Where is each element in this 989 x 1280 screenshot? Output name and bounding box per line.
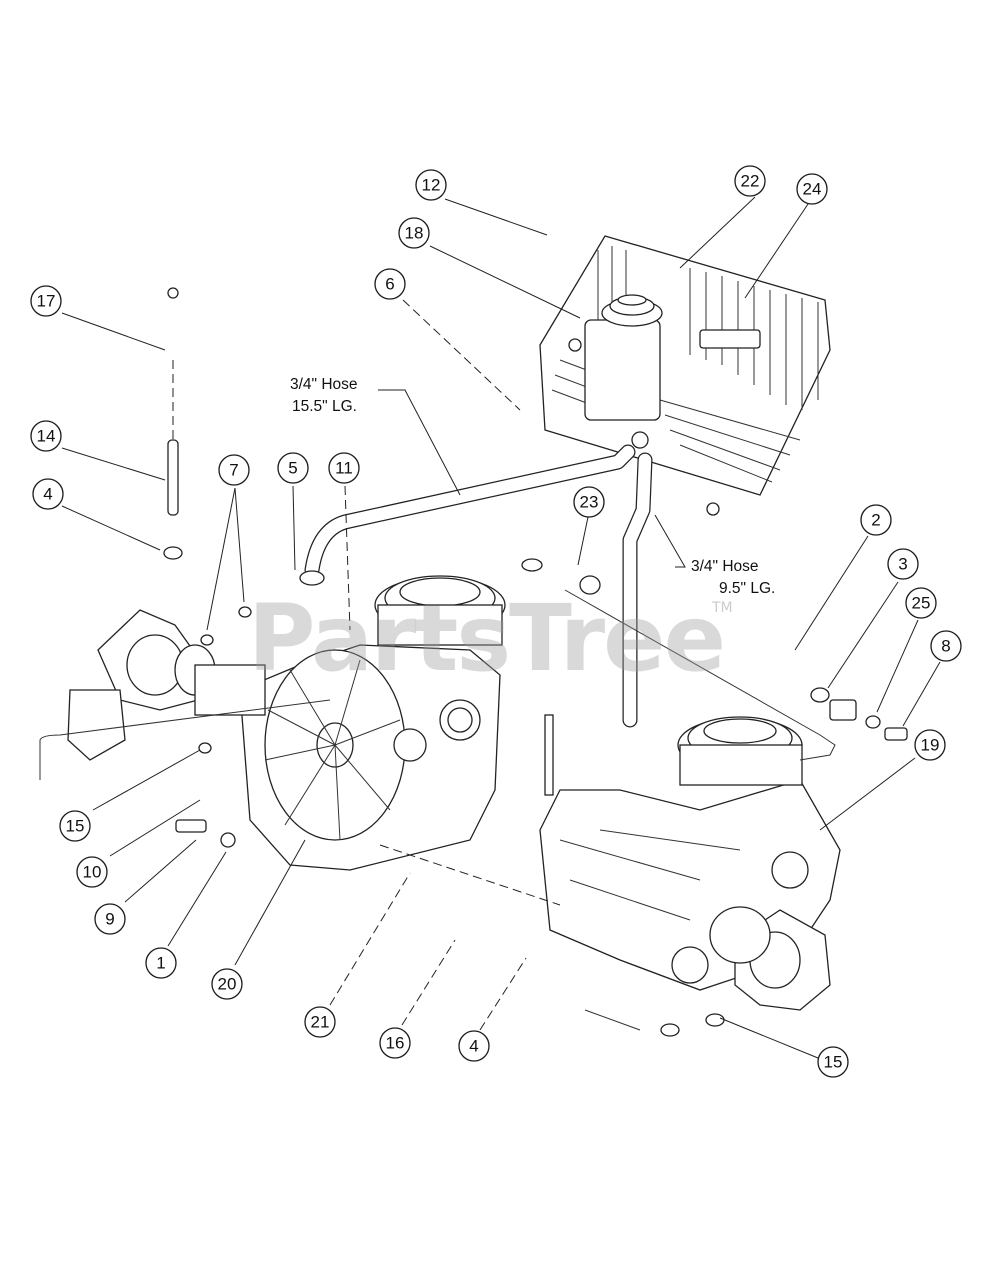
watermark-text: PartsTree (248, 585, 724, 692)
svg-text:23: 23 (580, 493, 599, 512)
svg-text:11: 11 (335, 459, 353, 478)
callout-11[interactable]: 11 (328, 452, 360, 484)
svg-text:5: 5 (288, 459, 297, 478)
watermark-trademark: TM (711, 600, 733, 616)
svg-text:15: 15 (824, 1053, 843, 1072)
callout-17[interactable]: 17 (30, 285, 62, 317)
callout-10[interactable]: 10 (76, 856, 108, 888)
svg-text:20: 20 (218, 975, 237, 994)
callout-7[interactable]: 7 (218, 454, 250, 486)
callout-18[interactable]: 18 (398, 217, 430, 249)
reservoir-tank-assembly (539, 235, 831, 516)
svg-text:18: 18 (405, 224, 424, 243)
right-transmission (539, 589, 857, 1011)
callout-6[interactable]: 6 (374, 268, 406, 300)
svg-text:25: 25 (912, 594, 931, 613)
svg-text:9: 9 (105, 910, 114, 929)
callout-2[interactable]: 2 (860, 504, 892, 536)
callout-4-lower[interactable]: 4 (458, 1030, 490, 1062)
svg-text:16: 16 (386, 1034, 405, 1053)
upper-hose-label-line1: 3/4" Hose (290, 376, 358, 393)
svg-text:19: 19 (921, 736, 940, 755)
svg-text:2: 2 (871, 511, 880, 530)
lower-hose-label-line1: 3/4" Hose (691, 558, 759, 575)
svg-text:24: 24 (803, 180, 822, 199)
callout-14[interactable]: 14 (30, 420, 62, 452)
callout-21[interactable]: 21 (304, 1006, 336, 1038)
callout-16[interactable]: 16 (379, 1027, 411, 1059)
callout-15-left[interactable]: 15 (59, 810, 91, 842)
lower-hose-label-line2: 9.5" LG. (719, 580, 775, 597)
callout-8[interactable]: 8 (930, 630, 962, 662)
left-transmission (39, 575, 506, 871)
svg-text:15: 15 (66, 817, 85, 836)
callout-4[interactable]: 4 (32, 478, 64, 510)
svg-text:21: 21 (311, 1013, 330, 1032)
callout-12[interactable]: 12 (415, 169, 447, 201)
lower-hose (622, 452, 653, 728)
hardware (163, 287, 908, 1037)
svg-text:7: 7 (229, 461, 238, 480)
upper-hose-label-line2: 15.5" LG. (292, 398, 357, 415)
svg-text:3: 3 (898, 555, 907, 574)
svg-text:17: 17 (37, 292, 56, 311)
upper-hose (304, 444, 636, 578)
callout-5[interactable]: 5 (277, 452, 309, 484)
svg-text:12: 12 (422, 176, 441, 195)
callout-25[interactable]: 25 (905, 587, 937, 619)
svg-text:8: 8 (941, 637, 950, 656)
svg-text:4: 4 (43, 485, 52, 504)
svg-text:1: 1 (156, 954, 165, 973)
svg-text:14: 14 (37, 427, 56, 446)
callout-3[interactable]: 3 (887, 548, 919, 580)
leader-lines (61, 196, 941, 1059)
svg-text:10: 10 (83, 863, 102, 882)
svg-text:22: 22 (741, 172, 760, 191)
watermark: PartsTree TM (248, 585, 733, 692)
svg-text:6: 6 (385, 275, 394, 294)
callout-19[interactable]: 19 (914, 729, 946, 761)
callout-15-right[interactable]: 15 (817, 1046, 849, 1078)
svg-text:4: 4 (469, 1037, 478, 1056)
callout-24[interactable]: 24 (796, 173, 828, 205)
callout-9[interactable]: 9 (94, 903, 126, 935)
callout-22[interactable]: 22 (734, 165, 766, 197)
callout-23[interactable]: 23 (573, 486, 605, 518)
callout-1[interactable]: 1 (145, 947, 177, 979)
callout-20[interactable]: 20 (211, 968, 243, 1000)
